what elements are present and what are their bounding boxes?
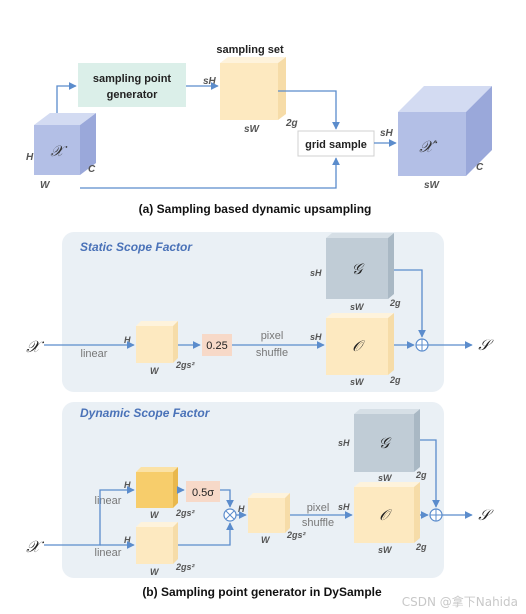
- generator-label-1: sampling point: [93, 73, 172, 85]
- generator-label-2: generator: [107, 89, 158, 101]
- dyn-bot-2gs2: 2gs²: [175, 562, 196, 572]
- static-arrows: [44, 269, 473, 349]
- dyn-O-2g: 2g: [415, 542, 427, 552]
- dyn-top-W: W: [150, 510, 160, 520]
- dynamic-O-block: [354, 487, 414, 543]
- dynamic-linear-label-top: linear: [95, 495, 122, 507]
- output-cube-a: 𝒳′ sH sW C: [380, 86, 492, 191]
- static-G-block: [326, 238, 388, 299]
- sampling-set-block: sampling set sH 2g sW: [203, 44, 298, 135]
- static-O-sH: sH: [310, 332, 322, 342]
- dyn-bot-H: H: [124, 535, 131, 545]
- static-O-sW: sW: [350, 377, 365, 387]
- static-dim-W: W: [150, 366, 160, 376]
- dyn-mid-2gs2: 2gs²: [286, 530, 307, 540]
- dim-C: C: [88, 164, 96, 175]
- sampling-point-generator: sampling point generator: [78, 63, 186, 107]
- dyn-O-sW: sW: [378, 545, 393, 555]
- dim-H: H: [26, 152, 34, 163]
- grid-sample-box: grid sample: [297, 130, 375, 157]
- dynamic-shuffle-label: shuffle: [302, 517, 334, 529]
- dyn-bot-W: W: [150, 567, 160, 577]
- dynamic-G-symbol: 𝒢: [379, 434, 392, 452]
- caption-b: (b) Sampling point generator in DySample: [142, 585, 382, 599]
- dynamic-input-symbol: 𝒳: [26, 537, 45, 556]
- ss-dim-2g: 2g: [285, 118, 298, 129]
- static-factor: 0.25: [206, 340, 227, 352]
- static-dim-H: H: [124, 335, 131, 345]
- static-G-sW: sW: [350, 302, 365, 312]
- static-G-sH: sH: [310, 268, 322, 278]
- static-scope-panel: Static Scope Factor 𝒳 linear H W 2gs² 0.…: [26, 232, 494, 392]
- static-pixel-label: pixel: [261, 330, 284, 342]
- dim-W: W: [40, 180, 51, 191]
- static-output-symbol: 𝒮: [478, 336, 494, 354]
- static-title: Static Scope Factor: [80, 240, 193, 254]
- dynamic-linear-label-bottom: linear: [95, 547, 122, 559]
- ss-dim-sH: sH: [203, 76, 217, 87]
- arrows-a: [56, 82, 397, 189]
- static-O-2g: 2g: [389, 375, 401, 385]
- static-input-symbol: 𝒳: [26, 337, 45, 356]
- dynamic-G-block: [354, 414, 414, 472]
- dyn-mid-H: H: [238, 504, 245, 514]
- out-dim-sH: sH: [380, 128, 394, 139]
- static-G-symbol: 𝒢: [352, 260, 365, 278]
- static-shuffle-label: shuffle: [256, 347, 288, 359]
- grid-sample-label: grid sample: [305, 139, 367, 151]
- caption-a: (a) Sampling based dynamic upsampling: [139, 202, 372, 216]
- output-symbol: 𝒳′: [419, 137, 438, 156]
- out-dim-sW: sW: [424, 180, 441, 191]
- dynamic-scope-block: [136, 472, 173, 508]
- dynamic-output-symbol: 𝒮: [478, 506, 494, 524]
- ss-dim-sW: sW: [244, 124, 261, 135]
- static-G-2g: 2g: [389, 298, 401, 308]
- watermark: CSDN @拿下Nahida: [401, 595, 518, 609]
- dyn-mid-W: W: [261, 535, 271, 545]
- static-O-block: [326, 318, 388, 375]
- dynamic-factor: 0.5σ: [192, 487, 214, 499]
- dynamic-combined-block: [248, 498, 285, 533]
- dyn-G-sH: sH: [338, 438, 350, 448]
- dyn-O-sH: sH: [338, 502, 350, 512]
- dynamic-factor-box: [186, 481, 220, 502]
- static-linear-label: linear: [81, 348, 108, 360]
- static-factor-box: [202, 334, 232, 356]
- dynamic-title: Dynamic Scope Factor: [80, 406, 211, 420]
- dynamic-pixel-label: pixel: [307, 502, 330, 514]
- out-dim-C: C: [476, 162, 484, 173]
- dynamic-scope-panel: Dynamic Scope Factor 𝒳 linear linear H W…: [26, 402, 494, 578]
- part-a: 𝒳 H W C sampling point generator samplin…: [26, 44, 492, 216]
- dyn-G-sW: sW: [378, 473, 393, 483]
- input-cube-a: 𝒳 H W C: [26, 113, 96, 191]
- dynamic-arrows: [44, 439, 473, 549]
- dynamic-offset-block: [136, 527, 173, 564]
- dyn-top-H: H: [124, 480, 131, 490]
- static-feature-block: [136, 326, 173, 363]
- sampling-set-label: sampling set: [216, 44, 284, 56]
- static-dim-2gs2: 2gs²: [175, 360, 196, 370]
- dyn-top-2gs2: 2gs²: [175, 508, 196, 518]
- dyn-G-2g: 2g: [415, 470, 427, 480]
- input-symbol: 𝒳: [51, 142, 68, 160]
